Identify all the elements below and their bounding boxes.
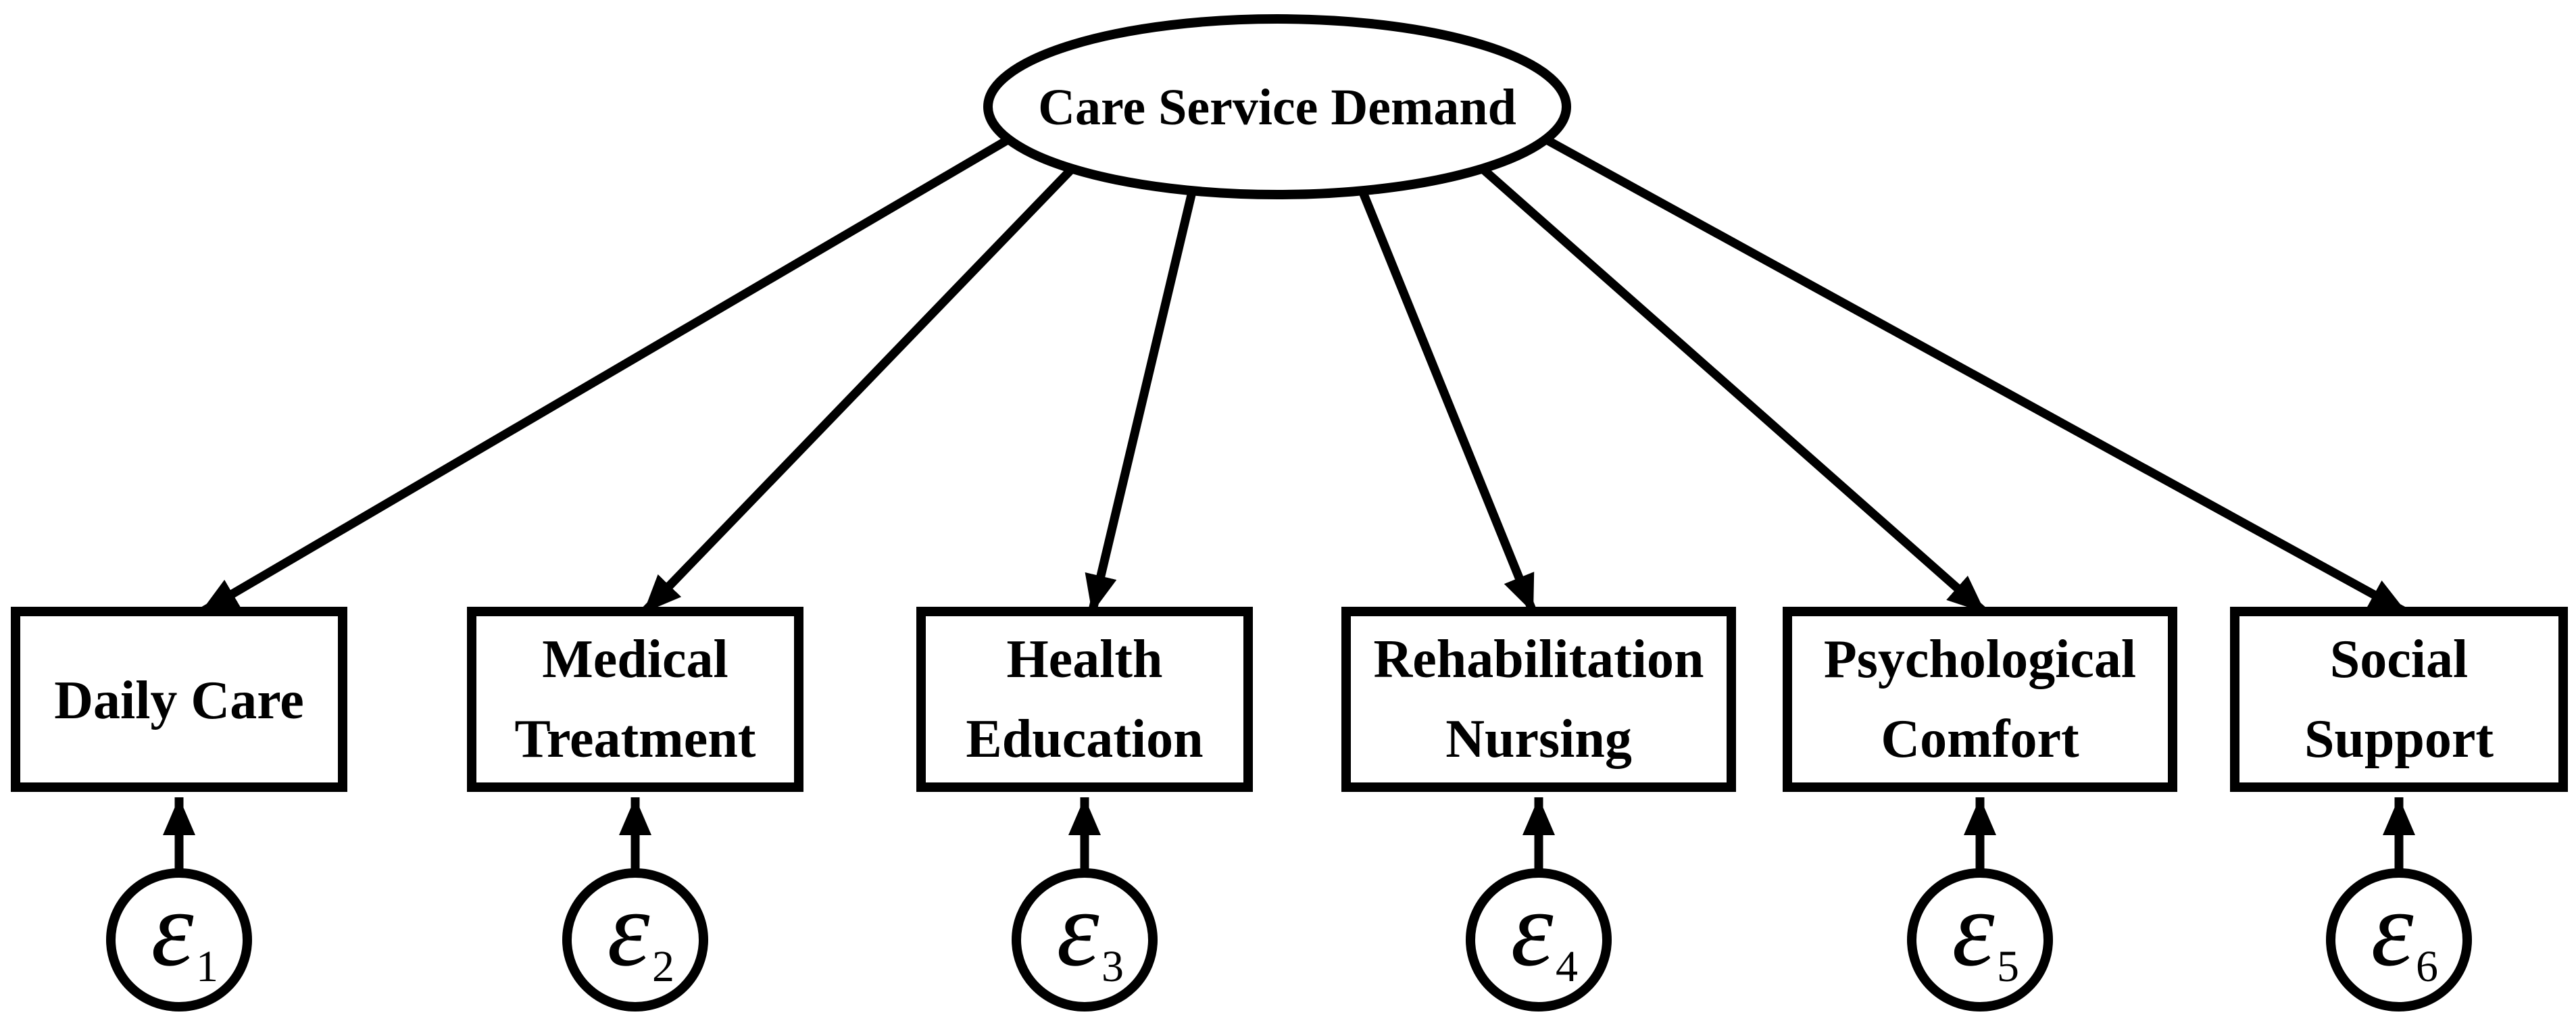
error-term-1: ε 1	[106, 797, 252, 1012]
error-term-2: ε 2	[562, 797, 708, 1012]
error-symbol-4: ε	[1510, 868, 1553, 989]
error-circle-1	[106, 868, 252, 1012]
indicator-label-line1: Psychological	[1824, 630, 2136, 689]
indicator-label-line2: Treatment	[515, 709, 756, 769]
indicator-node-medical-treatment: Medical Treatment	[467, 607, 803, 792]
error-symbol-3: ε	[1056, 868, 1099, 989]
error-circle-5	[1907, 868, 2053, 1012]
indicator-rect-social-support	[2230, 607, 2568, 792]
indicator-rect-health-education	[916, 607, 1253, 792]
error-circle-6	[2326, 868, 2472, 1012]
error-subscript-1: 1	[196, 942, 218, 991]
indicator-node-psychological-comfort: Psychological Comfort	[1783, 607, 2177, 792]
indicator-label-line2: Comfort	[1881, 709, 2079, 769]
loading-arrow-medical-treatment	[640, 165, 1076, 616]
indicator-node-health-education: Health Education	[916, 607, 1253, 792]
factor-loading-arrows	[197, 135, 2410, 617]
error-subscript-2: 2	[652, 942, 674, 991]
loading-arrow-daily-care	[197, 135, 1012, 617]
error-symbol-2: ε	[607, 868, 649, 989]
error-subscript-4: 4	[1556, 942, 1578, 991]
error-symbol-1: ε	[151, 868, 193, 989]
error-symbol-6: ε	[2371, 868, 2413, 989]
error-term-3: ε 3	[1012, 797, 1158, 1012]
indicator-rect-daily-care	[11, 607, 347, 792]
indicator-label-line2: Support	[2304, 709, 2494, 769]
loading-arrow-social-support	[1543, 135, 2410, 617]
indicator-label-line1: Rehabilitation	[1374, 630, 1704, 689]
error-symbol-5: ε	[1952, 868, 1994, 989]
indicator-label-line2: Nursing	[1445, 709, 1632, 769]
latent-label: Care Service Demand	[1038, 79, 1516, 136]
error-circle-4	[1466, 868, 1612, 1012]
indicator-rect-medical-treatment	[467, 607, 803, 792]
indicator-label-line1: Social	[2330, 630, 2468, 689]
latent-node-care-service-demand: Care Service Demand	[983, 14, 1571, 199]
loading-arrow-rehabilitation-nursing	[1357, 187, 1538, 615]
indicator-node-social-support: Social Support	[2230, 607, 2568, 792]
indicator-label-line2: Education	[966, 709, 1203, 769]
error-subscript-3: 3	[1101, 942, 1124, 991]
indicator-label-line1: Daily Care	[54, 671, 304, 730]
error-subscript-5: 5	[1997, 942, 2019, 991]
loading-arrow-health-education	[1085, 188, 1197, 614]
indicator-rect-psychological-comfort	[1783, 607, 2177, 792]
error-term-4: ε 4	[1466, 797, 1612, 1012]
error-term-5: ε 5	[1907, 797, 2053, 1012]
indicator-rect-rehabilitation-nursing	[1341, 607, 1736, 792]
indicator-node-rehabilitation-nursing: Rehabilitation Nursing	[1341, 607, 1736, 792]
indicator-label-line1: Medical	[542, 630, 728, 689]
latent-ellipse	[983, 14, 1571, 199]
error-term-6: ε 6	[2326, 797, 2472, 1012]
error-circle-3	[1012, 868, 1158, 1012]
loading-arrow-psychological-comfort	[1479, 165, 1989, 616]
error-circle-2	[562, 868, 708, 1012]
error-subscript-6: 6	[2416, 942, 2438, 991]
indicator-node-daily-care: Daily Care	[11, 607, 347, 792]
indicator-label-line1: Health	[1006, 630, 1162, 689]
